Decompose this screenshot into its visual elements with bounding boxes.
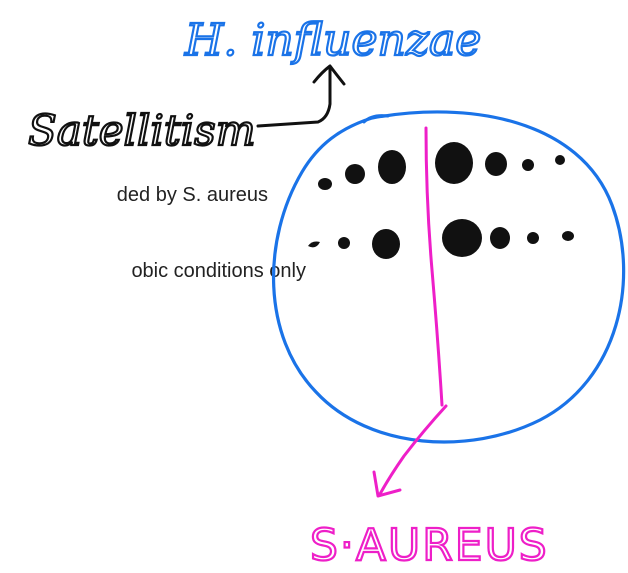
plate-rim-flick — [362, 114, 390, 124]
slide-text-line-2: obic conditions only — [131, 260, 306, 282]
satellitism-arrowhead — [312, 64, 346, 86]
colony-top-2 — [345, 164, 365, 184]
colony-top-1 — [318, 178, 332, 190]
colony-bottom-1 — [308, 241, 320, 248]
label-s-aureus: S·AUREUS — [310, 520, 549, 571]
colony-bottom-2 — [338, 237, 350, 249]
colony-top-7 — [555, 155, 565, 165]
colony-top-5 — [485, 152, 507, 176]
s-aureus-arrow — [378, 404, 448, 496]
s-aureus-arrowhead — [372, 470, 402, 498]
colony-top-4 — [435, 142, 473, 184]
colony-bottom-5 — [490, 227, 510, 249]
label-h-influenzae: H. influenzae — [184, 15, 481, 66]
colony-top-3 — [378, 150, 406, 184]
colony-bottom-3 — [372, 229, 400, 259]
slide-text-line-1: ded by S. aureus — [116, 184, 268, 206]
colony-bottom-6 — [527, 232, 539, 244]
culture-plate-circle — [272, 110, 626, 444]
colony-top-6 — [522, 159, 534, 171]
colony-bottom-7 — [562, 231, 574, 241]
s-aureus-streak — [424, 126, 444, 407]
satellitism-arrow — [256, 66, 332, 128]
colony-bottom-4 — [442, 219, 482, 257]
label-satellitism: Satellitism — [28, 106, 256, 155]
